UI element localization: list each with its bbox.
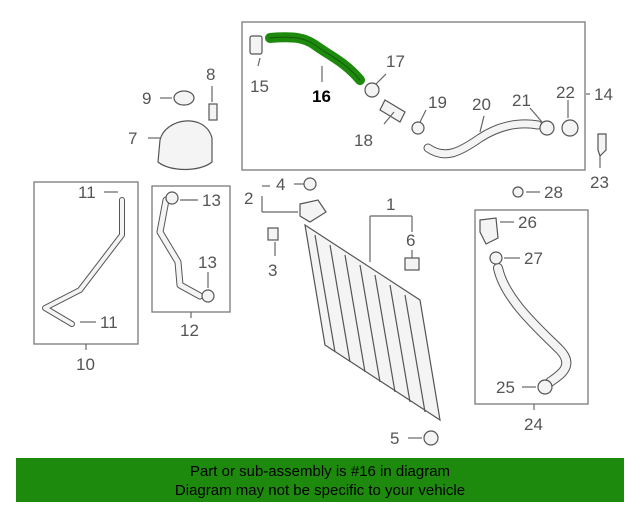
clamp-17[interactable] [364,82,380,98]
label-22: 22 [556,83,575,102]
bolt-8[interactable] [208,103,218,121]
label-6: 6 [406,231,415,250]
clamp-27[interactable] [489,251,503,265]
info-banner: Part or sub-assembly is #16 in diagram D… [16,458,624,502]
label-14: 14 [594,85,613,104]
label-18: 18 [354,131,373,150]
upper-hose-16-outline [269,36,361,81]
label-20: 20 [472,95,491,114]
label-5: 5 [390,429,399,448]
label-4: 4 [276,175,285,194]
radiator-fins [314,234,426,413]
cap-22[interactable] [561,119,579,137]
banner-line-1: Part or sub-assembly is #16 in diagram [189,463,451,480]
drain-6[interactable] [404,257,420,271]
nut-4[interactable] [303,177,317,191]
bracket-2[interactable] [299,199,327,223]
reservoir-hose-10[interactable] [42,197,125,327]
label-11-top: 11 [78,183,96,202]
label-28: 28 [544,183,563,202]
label-9: 9 [142,89,151,108]
fitting-18[interactable] [379,99,406,123]
leader-lines [80,57,601,439]
radiator-1[interactable] [304,223,441,422]
bolt-3[interactable] [267,227,279,241]
label-21: 21 [512,91,531,110]
label-13-bottom: 13 [198,253,217,272]
hose-12-inner [157,197,203,299]
box-hoses-group-14 [241,21,586,171]
label-11-bottom: 11 [100,313,118,332]
label-13-top: 13 [202,191,221,210]
label-1: 1 [386,195,395,214]
box-lower-hose-24 [474,209,589,405]
connector-15[interactable] [249,35,263,55]
clamp-13-lower[interactable] [201,289,215,303]
label-24: 24 [524,415,543,434]
reservoir-cap-9[interactable] [173,90,195,106]
clamp-19[interactable] [411,121,425,135]
reservoir-hose-10-inner [43,198,124,326]
lower-hose-24-inner [494,264,571,386]
label-26: 26 [518,213,537,232]
clip-28[interactable] [512,186,524,198]
clamp-13-upper[interactable] [165,191,179,205]
clamp-25[interactable] [537,379,553,395]
label-23: 23 [590,173,609,192]
label-16: 16 [312,87,331,106]
label-7: 7 [128,129,137,148]
label-25: 25 [496,378,515,397]
banner-line-2: Diagram may not be specific to your vehi… [174,482,466,499]
label-2: 2 [244,189,253,208]
hose-20-inner [424,120,542,158]
plug-5[interactable] [423,430,439,446]
label-17: 17 [386,52,405,71]
label-27: 27 [524,249,543,268]
bracket-23[interactable] [597,133,607,158]
clamp-21[interactable] [539,120,555,136]
label-12: 12 [180,321,199,340]
reservoir-7[interactable] [157,120,213,171]
label-3: 3 [268,261,277,280]
label-10: 10 [76,355,95,374]
label-15: 15 [250,77,269,96]
label-19: 19 [428,93,447,112]
upper-hose-16[interactable] [265,32,365,85]
fitting-26[interactable] [479,217,499,245]
label-8: 8 [206,65,215,84]
